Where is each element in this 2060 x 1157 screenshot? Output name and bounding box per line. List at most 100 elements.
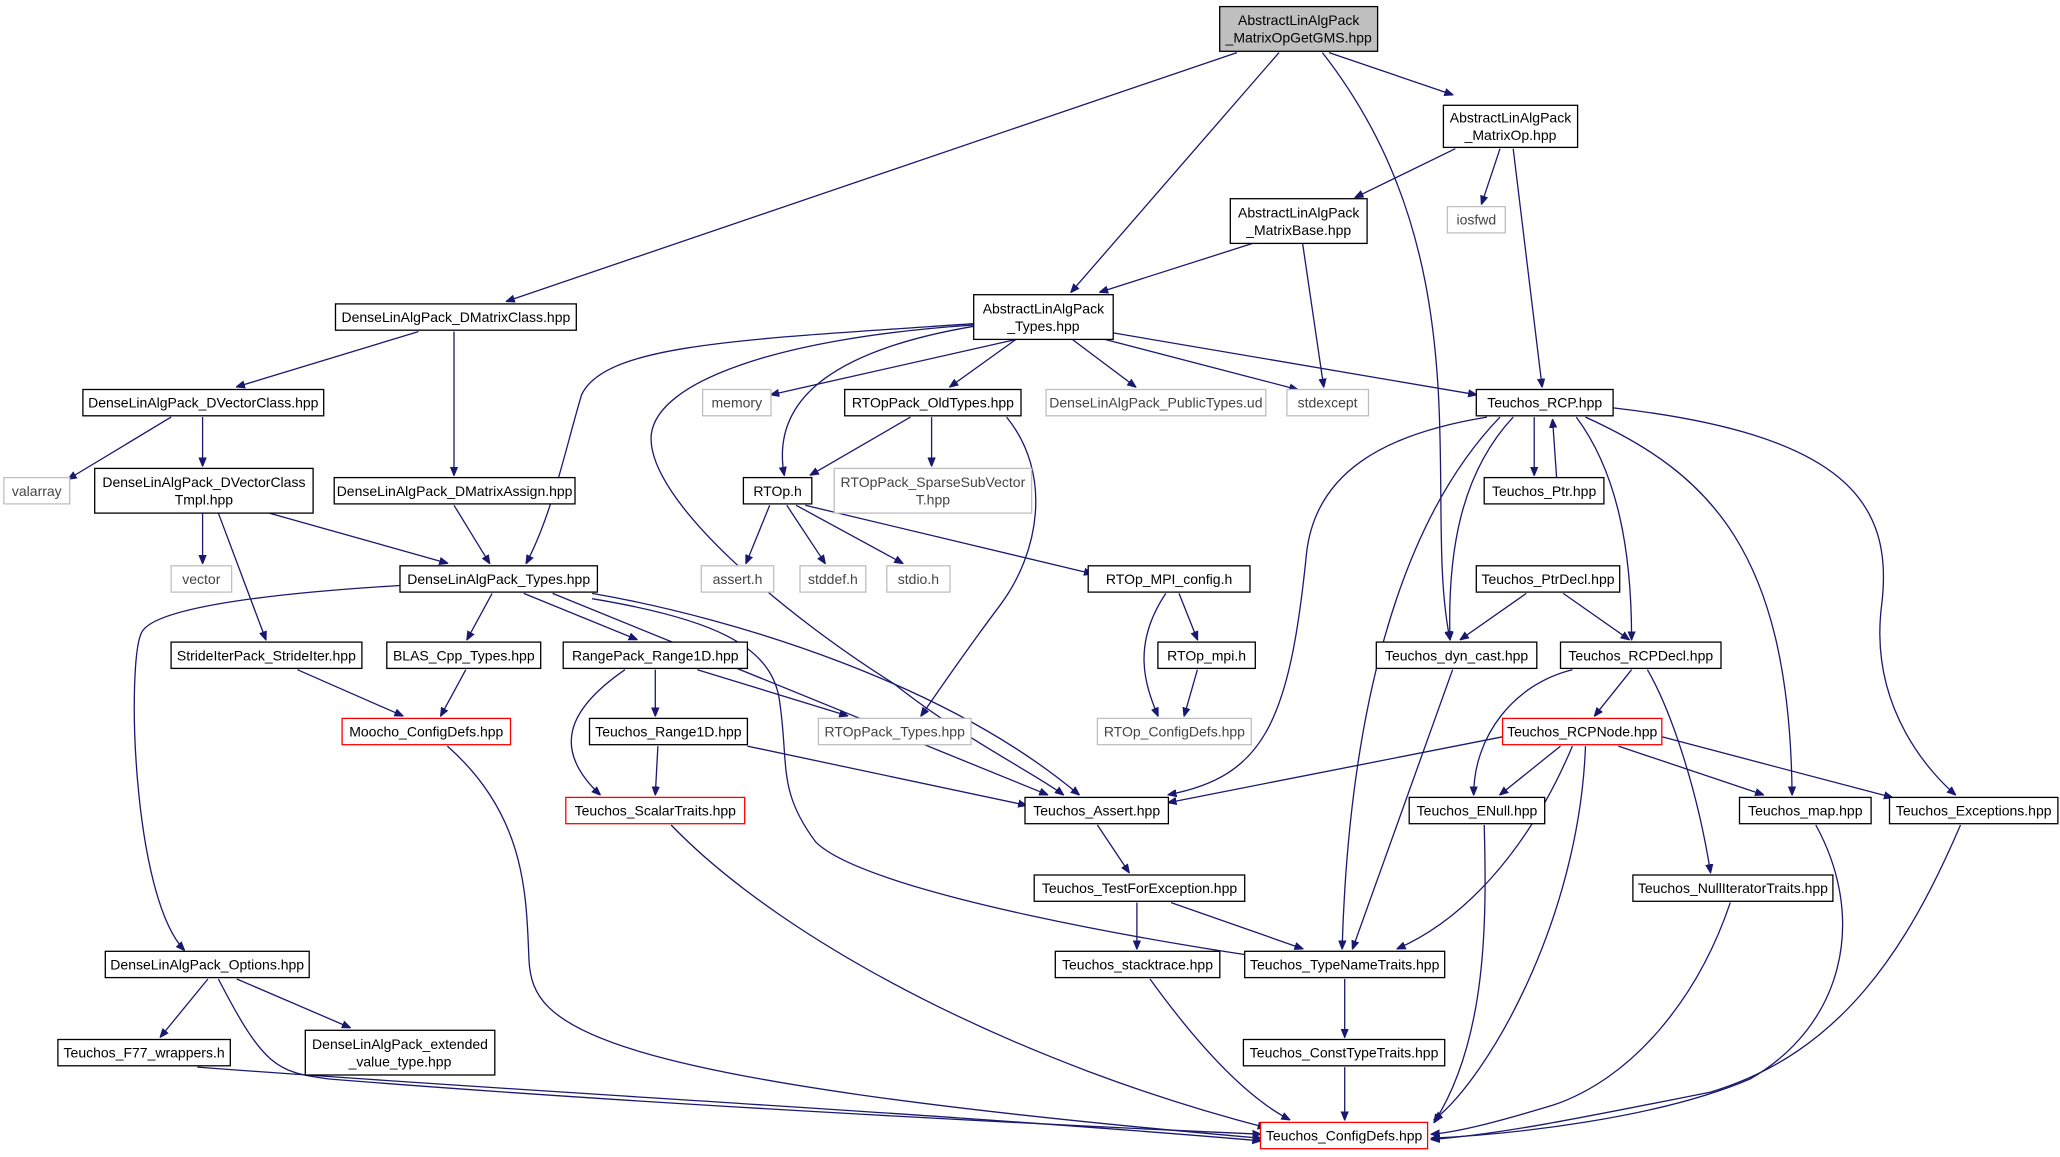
edge-alatypes-to-publictypes — [1072, 338, 1135, 387]
node-mpiconfig[interactable]: RTOp_MPI_config.h — [1087, 565, 1251, 593]
node-root[interactable]: AbstractLinAlgPack_MatrixOpGetGMS.hpp — [1219, 5, 1379, 52]
edge-teuchosrcp-to-rcpdecl — [1575, 416, 1631, 639]
edge-dlatypes-to-range1d — [523, 592, 637, 639]
node-blas[interactable]: BLAS_Cpp_Types.hpp — [386, 641, 542, 670]
node-tconfigdefs[interactable]: Teuchos_ConfigDefs.hpp — [1259, 1121, 1429, 1150]
edge-teuchosrcp-to-dyncast — [1450, 416, 1514, 639]
node-stdexcept[interactable]: stdexcept — [1286, 388, 1370, 417]
node-box-f77 — [57, 1038, 231, 1067]
node-box-rtoppacktypes — [817, 717, 972, 746]
node-box-blas — [386, 641, 542, 670]
node-tassert[interactable]: Teuchos_Assert.hpp — [1024, 796, 1170, 825]
node-label-vector: vector — [182, 571, 220, 587]
edge-matrixop-to-matrixbase — [1355, 148, 1456, 198]
node-stdio[interactable]: stdio.h — [886, 565, 951, 593]
node-iosfwd[interactable]: iosfwd — [1446, 205, 1506, 234]
edge-blas-to-moocho — [441, 669, 467, 716]
node-matrixop[interactable]: AbstractLinAlgPack_MatrixOp.hpp — [1442, 104, 1579, 149]
node-trange1d[interactable]: Teuchos_Range1D.hpp — [588, 717, 749, 746]
edge-scalartraits-to-tconfigdefs — [670, 824, 1266, 1128]
node-label-scalartraits: Teuchos_ScalarTraits.hpp — [575, 803, 737, 819]
node-alatypes[interactable]: AbstractLinAlgPack_Types.hpp — [973, 294, 1114, 341]
node-box-mpiconfig — [1087, 565, 1251, 593]
node-enull[interactable]: Teuchos_ENull.hpp — [1408, 796, 1546, 825]
node-teuchosrcp[interactable]: Teuchos_RCP.hpp — [1475, 388, 1614, 417]
node-dvectorclass[interactable]: DenseLinAlgPack_DVectorClass.hpp — [82, 388, 325, 417]
node-label-alatypes-line1: AbstractLinAlgPack — [983, 300, 1105, 316]
node-label-dyncast: Teuchos_dyn_cast.hpp — [1385, 647, 1528, 663]
node-rcpnode[interactable]: Teuchos_RCPNode.hpp — [1501, 717, 1663, 746]
edge-rcpnode-to-tassert — [1168, 736, 1503, 803]
node-box-rcpnode — [1501, 717, 1663, 746]
node-dmatrixassign[interactable]: DenseLinAlgPack_DMatrixAssign.hpp — [333, 476, 576, 505]
node-label-teuchosptr: Teuchos_Ptr.hpp — [1492, 483, 1597, 499]
node-rtoph[interactable]: RTOp.h — [742, 476, 813, 505]
node-label-teuchosrcp: Teuchos_RCP.hpp — [1487, 395, 1602, 411]
node-label-stdio: stdio.h — [898, 571, 939, 587]
node-typenametraits[interactable]: Teuchos_TypeNameTraits.hpp — [1244, 950, 1446, 979]
node-label-sparsesub-line2: T.hpp — [916, 492, 950, 508]
edge-root-to-dyncast — [1321, 52, 1450, 640]
node-asserth[interactable]: assert.h — [700, 565, 775, 593]
node-texceptions[interactable]: Teuchos_Exceptions.hpp — [1888, 796, 2059, 825]
node-rcpdecl[interactable]: Teuchos_RCPDecl.hpp — [1559, 641, 1722, 670]
node-testforexc[interactable]: Teuchos_TestForException.hpp — [1033, 874, 1246, 902]
node-rtoppacktypes[interactable]: RTOpPack_Types.hpp — [817, 717, 972, 746]
node-options[interactable]: DenseLinAlgPack_Options.hpp — [104, 950, 310, 979]
node-rtopmpi[interactable]: RTOp_mpi.h — [1157, 641, 1256, 670]
node-label-matrixbase-line1: AbstractLinAlgPack — [1238, 204, 1360, 220]
edge-dyncast-to-typenametraits — [1353, 669, 1454, 949]
edge-dvectortmpl-to-strideiter — [217, 512, 265, 639]
edge-mpiconfig-to-rtopconfigdefs — [1143, 593, 1167, 715]
node-memory[interactable]: memory — [701, 388, 772, 417]
edge-teuchosrcp-to-tmap — [1585, 416, 1793, 795]
node-dlatypes[interactable]: DenseLinAlgPack_Types.hpp — [399, 565, 599, 593]
node-label-extended-line1: DenseLinAlgPack_extended — [312, 1036, 488, 1052]
node-consttypetraits[interactable]: Teuchos_ConstTypeTraits.hpp — [1242, 1038, 1446, 1067]
node-label-strideiter: StrideIterPack_StrideIter.hpp — [177, 647, 356, 663]
edge-f77-to-tconfigdefs — [197, 1066, 1260, 1141]
edge-trange1d-to-tassert — [747, 745, 1026, 805]
node-publictypes[interactable]: DenseLinAlgPack_PublicTypes.ud — [1045, 388, 1267, 417]
edge-rcpdecl-to-rcpnode — [1595, 669, 1633, 716]
node-strideiter[interactable]: StrideIterPack_StrideIter.hpp — [170, 641, 363, 670]
node-teuchosptr[interactable]: Teuchos_Ptr.hpp — [1483, 476, 1605, 505]
node-range1d[interactable]: RangePack_Range1D.hpp — [562, 641, 749, 670]
node-rtopoldtypes[interactable]: RTOpPack_OldTypes.hpp — [844, 388, 1022, 417]
node-box-nulliter — [1632, 874, 1834, 902]
node-stddef[interactable]: stddef.h — [799, 565, 867, 593]
node-scalartraits[interactable]: Teuchos_ScalarTraits.hpp — [565, 796, 746, 825]
node-label-valarray: valarray — [12, 483, 62, 499]
edge-root-to-dmatrixclass — [507, 51, 1238, 302]
edge-rcpnode-to-tmap — [1618, 745, 1763, 795]
node-label-matrixbase-line2: _MatrixBase.hpp — [1245, 222, 1351, 238]
node-vector[interactable]: vector — [170, 565, 233, 593]
edge-rcpdecl-to-nulliter — [1646, 669, 1710, 873]
edge-dmatrixclass-to-dvectorclass — [237, 330, 419, 387]
edges-layer — [68, 51, 1962, 1141]
node-label-enull: Teuchos_ENull.hpp — [1417, 803, 1538, 819]
node-f77[interactable]: Teuchos_F77_wrappers.h — [57, 1038, 231, 1067]
node-box-stdexcept — [1286, 388, 1370, 417]
edge-alatypes-to-rtoph — [782, 325, 974, 475]
node-nulliter[interactable]: Teuchos_NullIteratorTraits.hpp — [1632, 874, 1834, 902]
node-rtopconfigdefs[interactable]: RTOp_ConfigDefs.hpp — [1096, 717, 1252, 746]
node-valarray[interactable]: valarray — [3, 476, 71, 505]
node-dyncast[interactable]: Teuchos_dyn_cast.hpp — [1375, 641, 1538, 670]
node-label-stddef: stddef.h — [808, 571, 858, 587]
edge-rtopmpi-to-rtopconfigdefs — [1184, 669, 1199, 716]
node-ptrdecl[interactable]: Teuchos_PtrDecl.hpp — [1475, 565, 1621, 593]
node-stacktrace[interactable]: Teuchos_stacktrace.hpp — [1054, 950, 1221, 979]
node-box-teuchosrcp — [1475, 388, 1614, 417]
node-box-typenametraits — [1244, 950, 1446, 979]
node-tmap[interactable]: Teuchos_map.hpp — [1738, 796, 1872, 825]
node-matrixbase[interactable]: AbstractLinAlgPack _MatrixBase.hpp — [1229, 198, 1368, 245]
node-label-rcpnode: Teuchos_RCPNode.hpp — [1507, 724, 1657, 740]
node-moocho[interactable]: Moocho_ConfigDefs.hpp — [341, 717, 512, 746]
edge-rcpnode-to-tconfigdefs — [1434, 746, 1587, 1120]
node-extended[interactable]: DenseLinAlgPack_extended_value_type.hpp — [304, 1029, 496, 1076]
node-box-testforexc — [1033, 874, 1246, 902]
node-dmatrixclass[interactable]: DenseLinAlgPack_DMatrixClass.hpp — [334, 303, 577, 331]
